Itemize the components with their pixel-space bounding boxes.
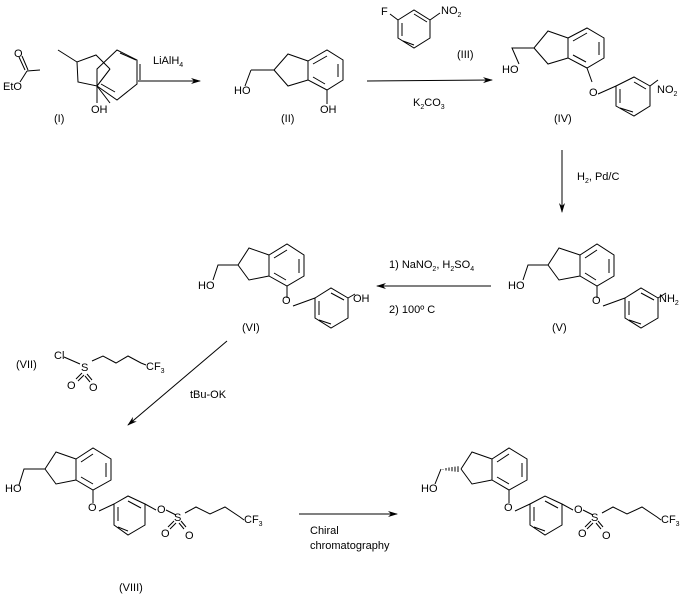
- atom-alcohol: HO: [198, 280, 215, 292]
- compound-I: O EtO OH (I): [3, 48, 141, 125]
- reagent-chiral: Chiral: [310, 525, 339, 537]
- atom-ether-o: O: [282, 295, 291, 307]
- atom-phenol: OH: [320, 104, 337, 116]
- atom-cf3: CF3: [244, 514, 263, 528]
- compound-label-II: (II): [281, 113, 294, 125]
- reaction-arrow-5: tBu-OK: [127, 340, 228, 426]
- atom-oxygen-1: O: [161, 528, 170, 540]
- compound-label-VII: (VII): [16, 359, 37, 371]
- compound-VI: HO O OH (VI): [198, 243, 370, 334]
- atom-phenol: OH: [353, 293, 370, 305]
- reaction-arrow-6: Chiral chromatography: [299, 511, 398, 552]
- atom-oxygen-2: O: [602, 530, 611, 542]
- atom-cf3: CF3: [146, 361, 165, 375]
- compound-VIII: HO O O S O O CF3 (VIII): [5, 447, 263, 594]
- atom-sulfur: S: [174, 512, 181, 524]
- atom-nitro: NO2: [657, 84, 678, 98]
- reagent-h2-pdc: H2, Pd/C: [577, 171, 619, 185]
- compound-V: HO O NH2 (V): [508, 243, 679, 334]
- atom-alcohol: HO: [508, 280, 525, 292]
- atom-carbonyl-o: O: [14, 48, 23, 60]
- reagent-lialh4: LiAlH4: [153, 55, 183, 69]
- compound-label-VI: (VI): [242, 322, 260, 334]
- atom-sulfur: S: [81, 362, 88, 374]
- compound-label-IV: (IV): [554, 113, 572, 125]
- compound-VII: Cl S O O CF3 (VII): [16, 350, 165, 394]
- atom-oxygen-2: O: [185, 530, 194, 542]
- reagent-tbuok: tBu-OK: [190, 389, 227, 401]
- compound-III: F NO2 (III): [381, 5, 474, 61]
- compound-IV: HO O NO2 (IV): [502, 27, 678, 125]
- reagent-step1: 1) NaNO2, H2SO4: [389, 259, 474, 273]
- atom-alcohol: HO: [234, 85, 251, 97]
- atom-cf3: CF3: [661, 514, 680, 528]
- compound-label-V: (V): [552, 322, 567, 334]
- reagent-k2co3: K2CO3: [413, 97, 445, 111]
- atom-ether-o: O: [592, 295, 601, 307]
- compound-label-III: (III): [457, 49, 474, 61]
- atom-nitro: NO2: [441, 5, 462, 19]
- reaction-arrow-3: H2, Pd/C: [559, 150, 619, 213]
- atom-phenol: OH: [91, 104, 108, 116]
- atom-ether-o: O: [88, 502, 97, 514]
- atom-alcohol: HO: [502, 64, 519, 76]
- atom-chlorine: Cl: [54, 350, 64, 362]
- hashed-wedge: [442, 466, 459, 472]
- atom-ester-o: O: [574, 504, 583, 516]
- atom-oxygen-2: O: [89, 382, 98, 394]
- atom-ester-o: O: [157, 504, 166, 516]
- compound-label-VIII: (VIII): [119, 582, 143, 594]
- compound-II: HO OH (II): [234, 49, 344, 125]
- atom-oxygen-1: O: [67, 380, 76, 392]
- compound-final: HO O O S O O CF3: [421, 447, 680, 542]
- atom-ether-o: O: [589, 87, 598, 99]
- reagent-step2: 2) 100º C: [389, 304, 435, 316]
- arrow-5: [127, 340, 228, 426]
- reaction-arrow-2: K2CO3: [366, 77, 493, 111]
- atom-alcohol: HO: [421, 483, 438, 495]
- reaction-arrow-1: LiAlH4: [138, 55, 201, 84]
- atom-alcohol: HO: [5, 483, 22, 495]
- reaction-arrow-4: 1) NaNO2, H2SO4 2) 100º C: [376, 259, 491, 316]
- atom-amine: NH2: [659, 293, 679, 307]
- atom-oxygen-1: O: [578, 528, 587, 540]
- compound-label-I: (I): [54, 113, 64, 125]
- reagent-chromatography: chromatography: [310, 540, 390, 552]
- atom-ester-o: EtO: [3, 81, 22, 93]
- arrow-2: [366, 77, 493, 84]
- atom-ether-o: O: [504, 502, 513, 514]
- atom-sulfur: S: [591, 512, 598, 524]
- atom-fluorine: F: [381, 6, 388, 18]
